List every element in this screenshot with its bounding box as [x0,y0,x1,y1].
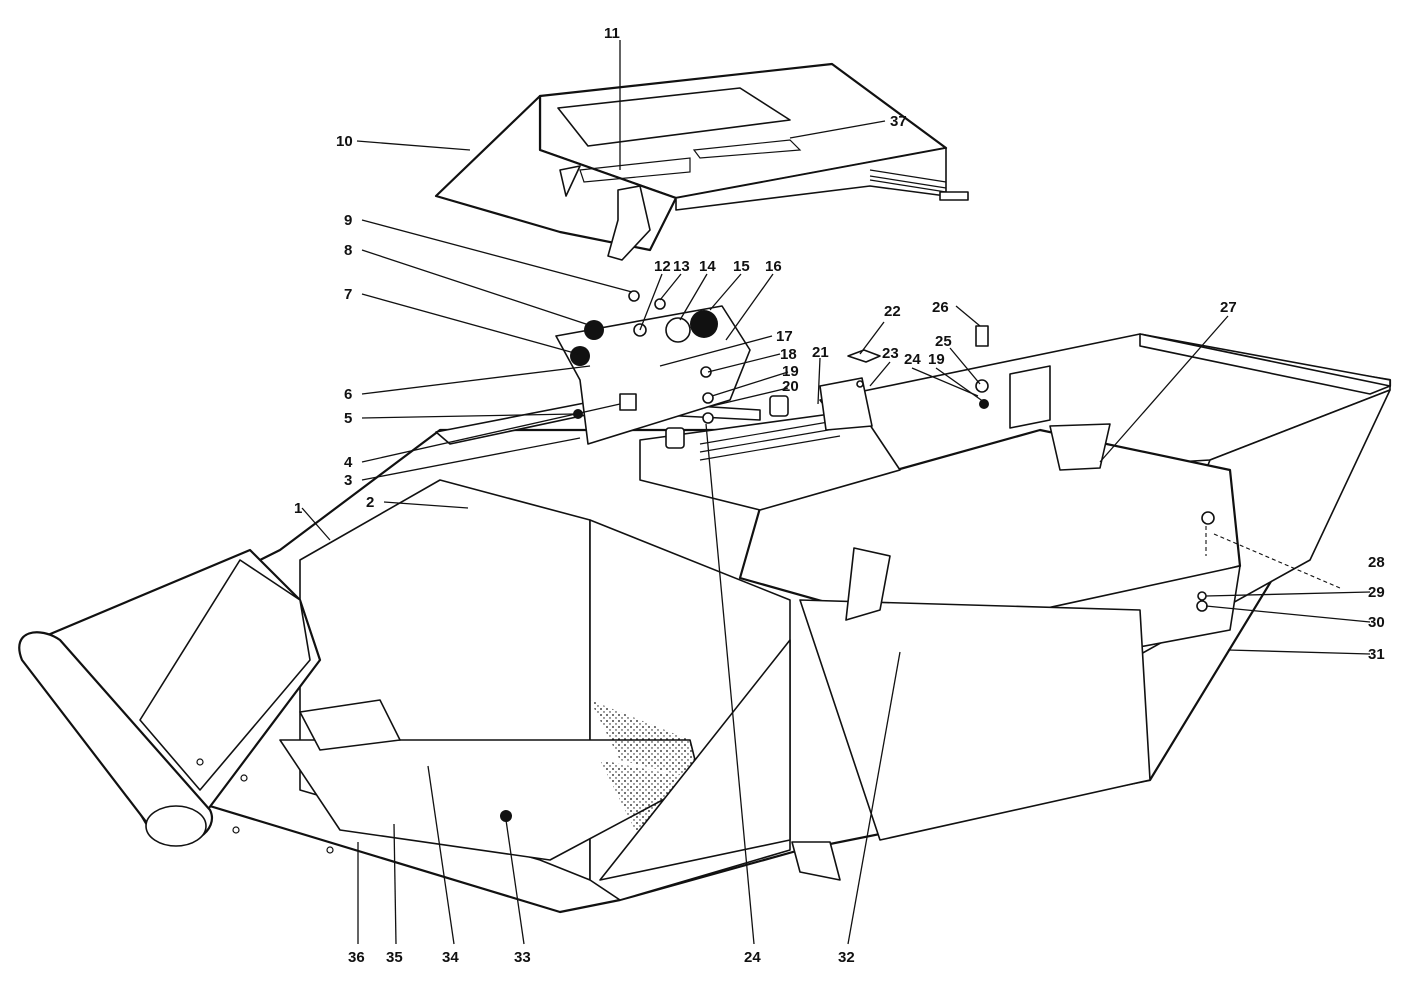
callout-label: 26 [932,299,949,316]
callout-label: 12 [654,258,671,275]
callout-label: 16 [765,258,782,275]
callout-label: 19 [928,351,945,368]
callout-label: 13 [673,258,690,275]
callout-label: 22 [884,303,901,320]
callout-label: 14 [699,258,716,275]
callout-label: 30 [1368,614,1385,631]
callout-label: 7 [344,286,352,303]
callout-label: 4 [344,454,353,471]
callout-label: 27 [1220,299,1237,316]
callout-label: 23 [882,345,899,362]
callout-label: 15 [733,258,750,275]
callout-label: 2 [366,494,374,511]
callout-label: 36 [348,949,365,966]
callout-label: 3 [344,472,352,489]
callout-label: 25 [935,333,952,350]
callout-label: 21 [812,344,829,361]
callout-label: 5 [344,410,352,427]
callout-label: 19 [782,363,799,380]
callout-label: 10 [336,133,353,150]
callout-label: 18 [780,346,797,363]
callout-label: 11 [604,25,620,42]
callout-label: 9 [344,212,352,229]
callout-label: 34 [442,949,459,966]
callout-label: 24 [744,949,761,966]
callout-label: 37 [890,113,907,130]
callout-label: 33 [514,949,531,966]
callout-labels: 1 2 3 4 5 6 7 8 9 10 11 12 13 14 15 16 1… [294,25,1385,966]
hood-cover [434,62,969,261]
callout-label: 31 [1368,646,1385,663]
callout-label: 1 [294,500,302,517]
fasteners [500,290,1215,822]
control-panel [435,305,761,445]
callout-label: 8 [344,242,352,259]
callout-label: 29 [1368,584,1385,601]
callout-label: 6 [344,386,352,403]
callout-label: 35 [386,949,403,966]
callout-label: 20 [782,378,799,395]
callout-label: 32 [838,949,855,966]
callout-label: 17 [776,328,793,345]
callout-label: 24 [904,351,921,368]
leader-lines [301,40,1371,945]
callout-label: 28 [1368,554,1385,571]
